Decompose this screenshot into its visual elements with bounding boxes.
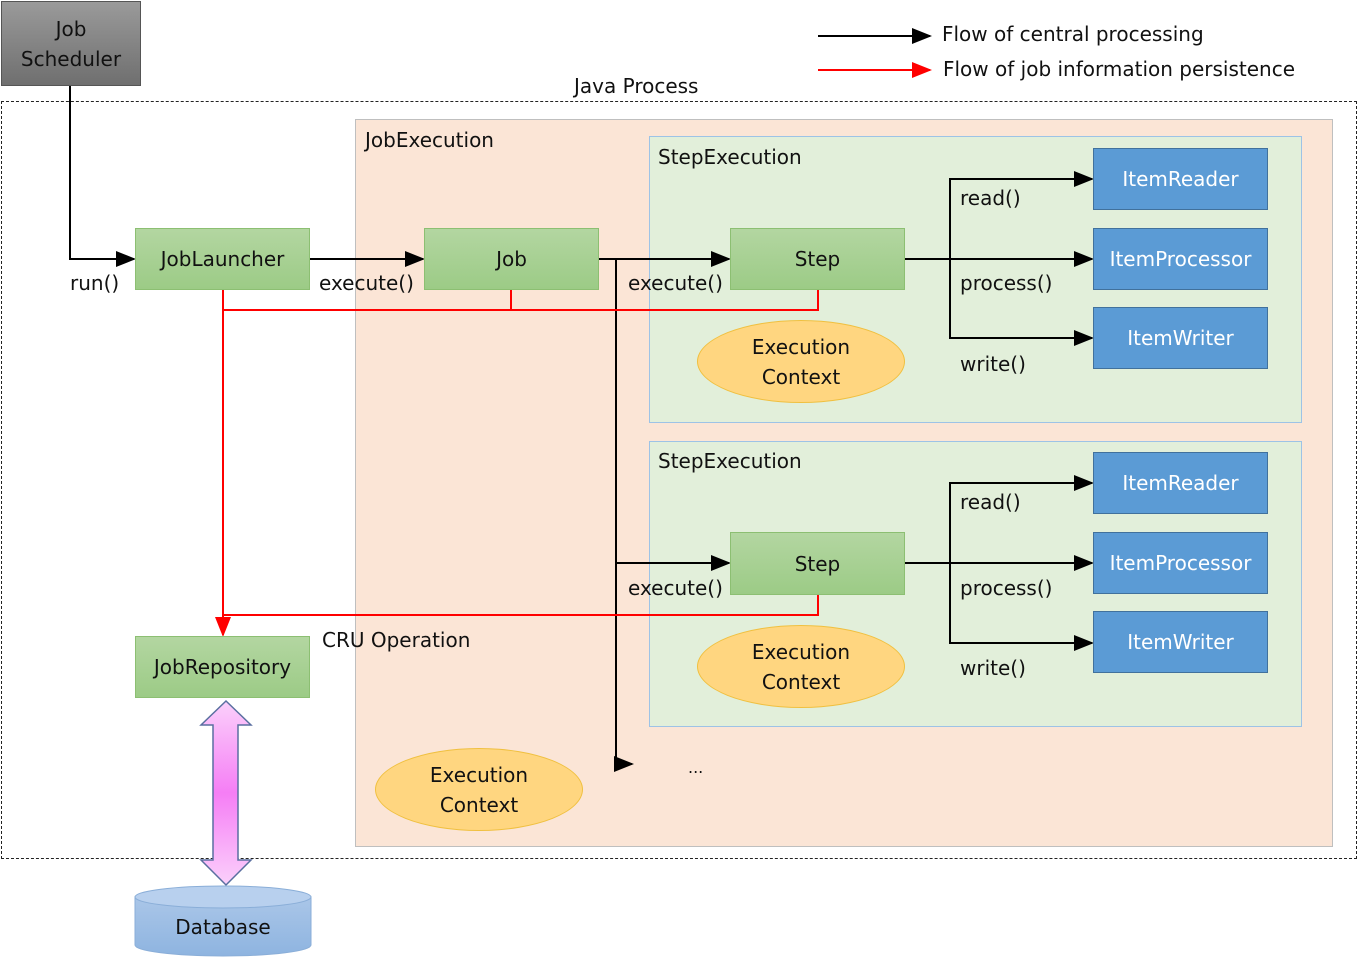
- item-processor-box-1[interactable]: ItemProcessor: [1093, 228, 1268, 290]
- write-call-label-2: write(): [960, 656, 1026, 680]
- step-execution-title-2: StepExecution: [658, 449, 802, 473]
- job-execute-call-label: execute(): [319, 271, 414, 295]
- job-repository-box[interactable]: JobRepository: [135, 636, 310, 698]
- item-writer-box-1[interactable]: ItemWriter: [1093, 307, 1268, 369]
- item-writer-box-2[interactable]: ItemWriter: [1093, 611, 1268, 673]
- job-execution-title: JobExecution: [365, 128, 494, 152]
- cru-operation-label: CRU Operation: [322, 628, 471, 652]
- job-scheduler-box[interactable]: Job Scheduler: [1, 1, 141, 86]
- item-reader-box-1[interactable]: ItemReader: [1093, 148, 1268, 210]
- read-call-label-2: read(): [960, 490, 1021, 514]
- step-execute-call-label-1: execute(): [628, 271, 723, 295]
- job-execution-context[interactable]: Execution Context: [375, 748, 583, 831]
- step-execution-title-1: StepExecution: [658, 145, 802, 169]
- process-call-label-1: process(): [960, 271, 1053, 295]
- job-launcher-box[interactable]: JobLauncher: [135, 228, 310, 290]
- job-box[interactable]: Job: [424, 228, 599, 290]
- more-steps-ellipsis: ...: [688, 758, 704, 777]
- write-call-label-1: write(): [960, 352, 1026, 376]
- read-call-label-1: read(): [960, 186, 1021, 210]
- legend-persistence-label: Flow of job information persistence: [943, 57, 1296, 81]
- step-box-2[interactable]: Step: [730, 532, 905, 595]
- database-label: Database: [175, 915, 271, 939]
- run-call-label: run(): [70, 271, 120, 295]
- step-execute-call-label-2: execute(): [628, 576, 723, 600]
- process-call-label-2: process(): [960, 576, 1053, 600]
- step-execution-context-1[interactable]: Execution Context: [697, 320, 905, 403]
- java-process-region: [1, 101, 1357, 859]
- item-reader-box-2[interactable]: ItemReader: [1093, 452, 1268, 514]
- step-execution-context-2[interactable]: Execution Context: [697, 625, 905, 708]
- java-process-title: Java Process: [574, 74, 699, 98]
- item-processor-box-2[interactable]: ItemProcessor: [1093, 532, 1268, 594]
- legend-central-label: Flow of central processing: [942, 22, 1204, 46]
- step-box-1[interactable]: Step: [730, 228, 905, 290]
